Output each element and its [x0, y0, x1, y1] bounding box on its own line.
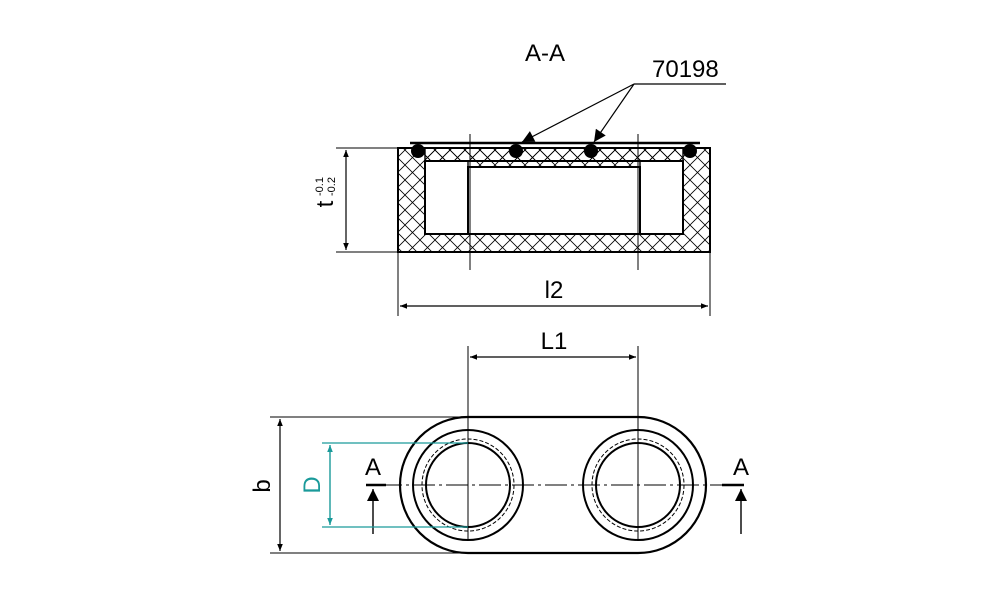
section-inner-cavity — [467, 166, 641, 235]
plan-view: L1 A A — [249, 328, 749, 555]
seal-ring-inner-right — [584, 144, 598, 158]
center-distance-label: L1 — [541, 328, 568, 355]
seal-ring-inner-left — [509, 144, 523, 158]
bore-label: D — [299, 476, 326, 493]
thickness-label: t — [312, 200, 339, 207]
thickness-dimension: t -0.1 -0.2 — [312, 147, 410, 253]
cut-marker-right: A — [733, 454, 749, 534]
center-distance-dimension: L1 — [467, 328, 639, 540]
length-dimension-l2: l2 — [397, 252, 711, 316]
tolerance-upper: -0.1 — [314, 177, 326, 196]
bore-dimension: D — [299, 442, 468, 528]
tolerance-lower: -0.2 — [326, 177, 338, 196]
seal-ring-outer-left — [411, 144, 425, 158]
part-number: 70198 — [652, 56, 719, 83]
length-label-l2: l2 — [545, 277, 564, 304]
section-title: A-A — [525, 40, 565, 67]
cut-label-right: A — [733, 454, 749, 481]
section-cover — [424, 147, 684, 168]
seal-ring-outer-right — [683, 144, 697, 158]
width-label: b — [249, 479, 276, 492]
width-dimension: b — [249, 416, 470, 554]
part-callout: 70198 — [521, 56, 726, 143]
cut-marker-left: A — [365, 454, 381, 534]
section-view: A-A 70198 t -0.1 — [312, 40, 726, 316]
cut-label-left: A — [365, 454, 381, 481]
plate-outline — [398, 415, 708, 555]
